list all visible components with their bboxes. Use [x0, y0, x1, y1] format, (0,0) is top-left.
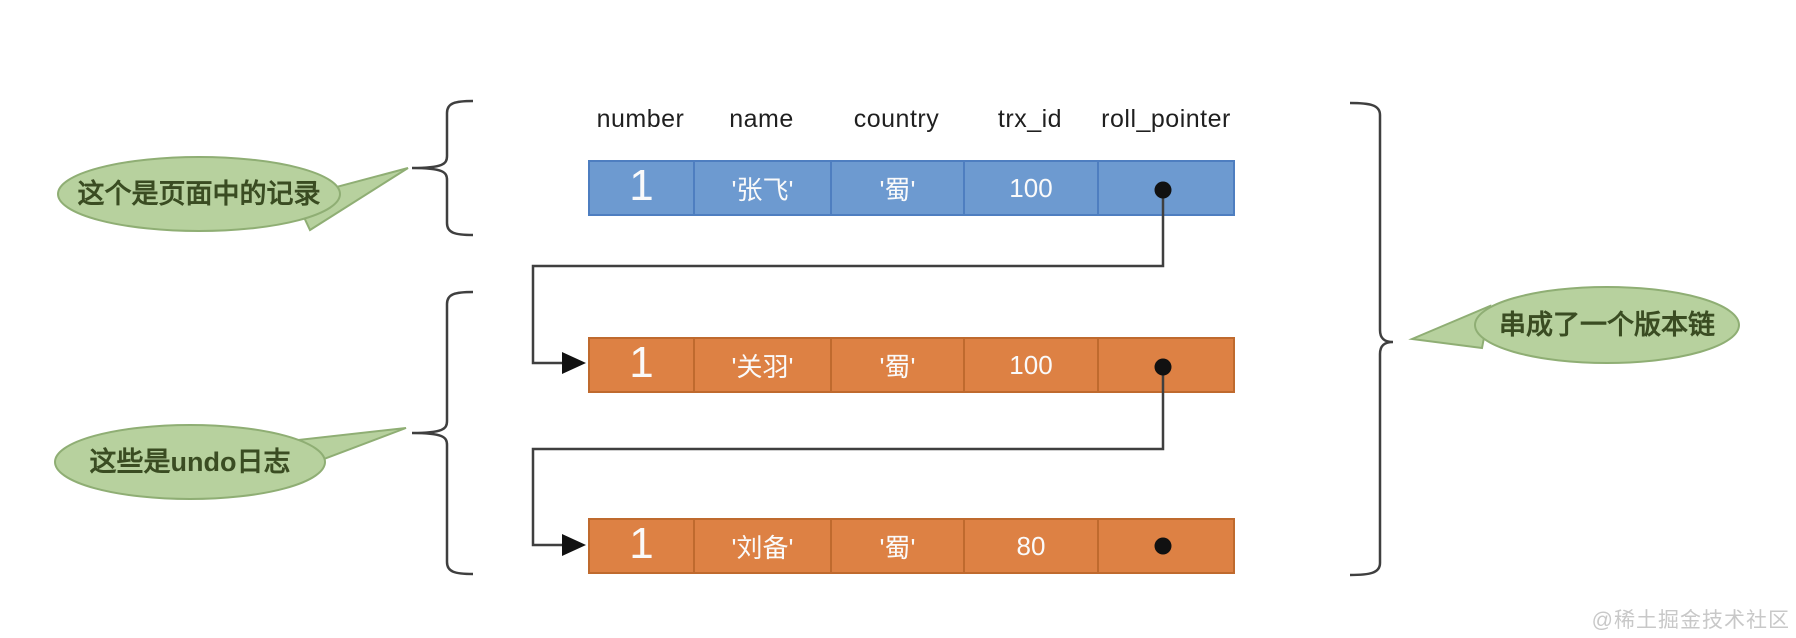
column-header-name: name	[729, 105, 794, 133]
bubble-label-undo-logs: 这些是undo日志	[89, 447, 291, 477]
cell-name: '刘备'	[693, 520, 830, 572]
cell-number: 1	[629, 338, 654, 387]
cell-name: '张飞'	[693, 162, 830, 214]
right-brace-version-chain-icon	[1349, 101, 1394, 577]
undo-log-row-1: 1 '关羽' '蜀' 100	[588, 337, 1235, 393]
cell-trx-id: 100	[963, 162, 1097, 214]
page-record-row: 1 '张飞' '蜀' 100	[588, 160, 1235, 216]
column-header-number: number	[596, 105, 685, 133]
column-header-country: country	[853, 105, 940, 133]
cell-country: '蜀'	[830, 339, 963, 391]
cell-roll-pointer	[1097, 520, 1233, 572]
cell-trx-id: 80	[963, 520, 1097, 572]
cell-name: '关羽'	[693, 339, 830, 391]
undo-log-row-2: 1 '刘备' '蜀' 80	[588, 518, 1235, 574]
cell-trx-id: 100	[963, 339, 1097, 391]
cell-roll-pointer	[1097, 339, 1233, 391]
left-brace-page-record-icon	[411, 99, 474, 237]
cell-country: '蜀'	[830, 520, 963, 572]
cell-country: '蜀'	[830, 162, 963, 214]
cell-number: 1	[629, 519, 654, 568]
arrowhead-icon	[562, 534, 586, 556]
arrowhead-icon	[562, 352, 586, 374]
column-header-trx-id: trx_id	[997, 105, 1063, 133]
left-brace-undo-logs-icon	[411, 290, 474, 576]
bubble-label-version-chain: 串成了一个版本链	[1499, 310, 1715, 340]
column-header-row: number name country trx_id roll_pointer	[588, 96, 1235, 136]
bubble-label-page-record: 这个是页面中的记录	[77, 179, 321, 209]
cell-roll-pointer	[1097, 162, 1233, 214]
column-header-roll-pointer: roll_pointer	[1101, 105, 1231, 133]
watermark: @稀土掘金技术社区	[1591, 609, 1790, 632]
cell-number: 1	[629, 161, 654, 210]
